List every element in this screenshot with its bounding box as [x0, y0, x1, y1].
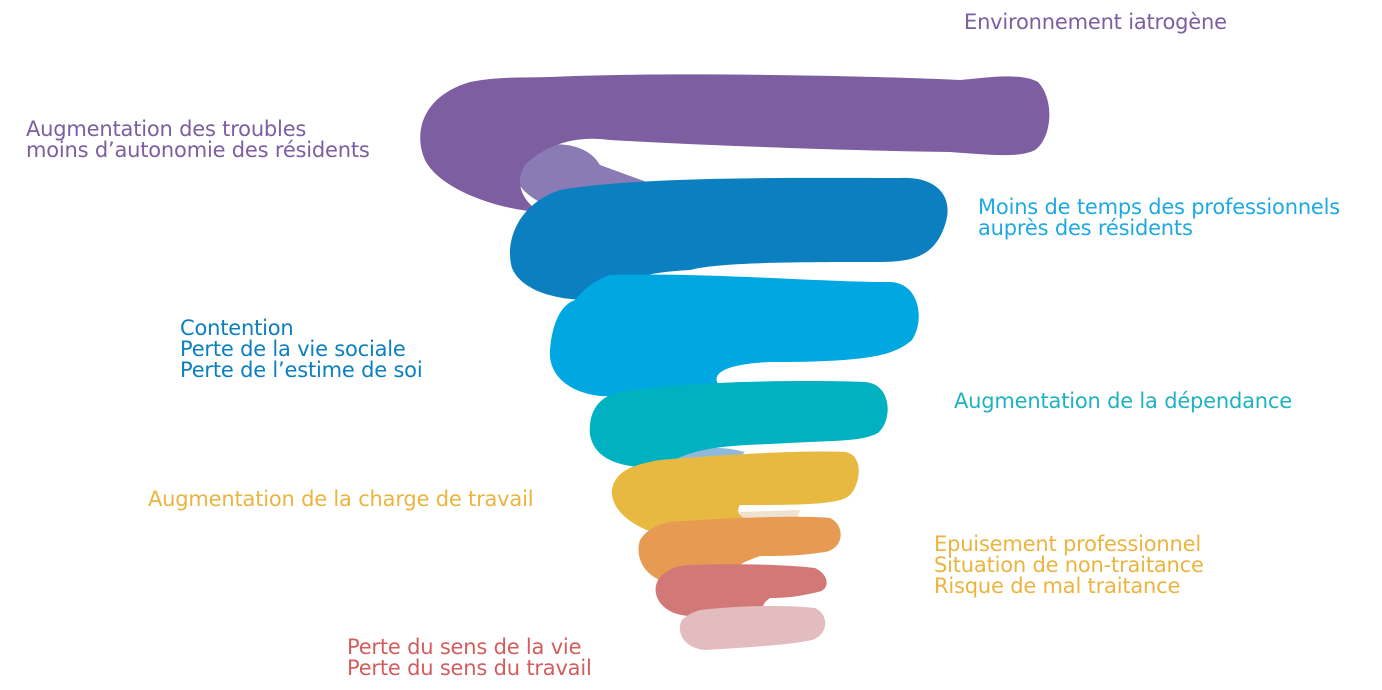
- label-troubles-line-1: Augmentation des troubles: [26, 117, 307, 141]
- spiral-band-teal: [589, 381, 888, 468]
- label-environnement-text: Environnement iatrogène: [964, 10, 1227, 34]
- spiral-band-pink: [679, 605, 826, 650]
- label-contention-line-1: Contention: [180, 316, 294, 340]
- label-charge-text: Augmentation de la charge de travail: [148, 487, 534, 511]
- label-temps: Moins de temps des professionnels auprès…: [978, 197, 1340, 239]
- label-temps-line-1: Moins de temps des professionnels: [978, 195, 1341, 219]
- spiral-band-dark-blue: [509, 177, 948, 300]
- label-epuisement-line-3: Risque de mal traitance: [934, 574, 1181, 598]
- spiral-band-red: [655, 564, 827, 618]
- label-contention-line-2: Perte de la vie sociale: [180, 337, 406, 361]
- label-charge: Augmentation de la charge de travail: [148, 487, 534, 511]
- label-epuisement: Epuisement professionnel Situation de no…: [934, 534, 1204, 597]
- label-dependance: Augmentation de la dépendance: [954, 391, 1292, 412]
- label-contention-line-3: Perte de l’estime de soi: [180, 358, 423, 382]
- label-environnement: Environnement iatrogène: [964, 12, 1227, 33]
- label-epuisement-line-1: Epuisement professionnel: [934, 532, 1202, 556]
- label-sens-line-2: Perte du sens du travail: [347, 656, 592, 680]
- spiral-band-purple: [420, 74, 1050, 213]
- label-epuisement-line-2: Situation de non-traitance: [934, 553, 1204, 577]
- label-sens: Perte du sens de la vie Perte du sens du…: [347, 637, 592, 679]
- spiral-band-yellow: [611, 451, 859, 535]
- label-sens-line-1: Perte du sens de la vie: [347, 635, 582, 659]
- label-temps-line-2: auprès des résidents: [978, 216, 1193, 240]
- label-dependance-text: Augmentation de la dépendance: [954, 389, 1292, 413]
- spiral-band-light-blue: [549, 274, 919, 397]
- label-troubles-line-2: moins d’autonomie des résidents: [26, 138, 370, 162]
- label-troubles: Augmentation des troubles moins d’autono…: [26, 119, 370, 161]
- label-contention: Contention Perte de la vie sociale Perte…: [180, 316, 423, 382]
